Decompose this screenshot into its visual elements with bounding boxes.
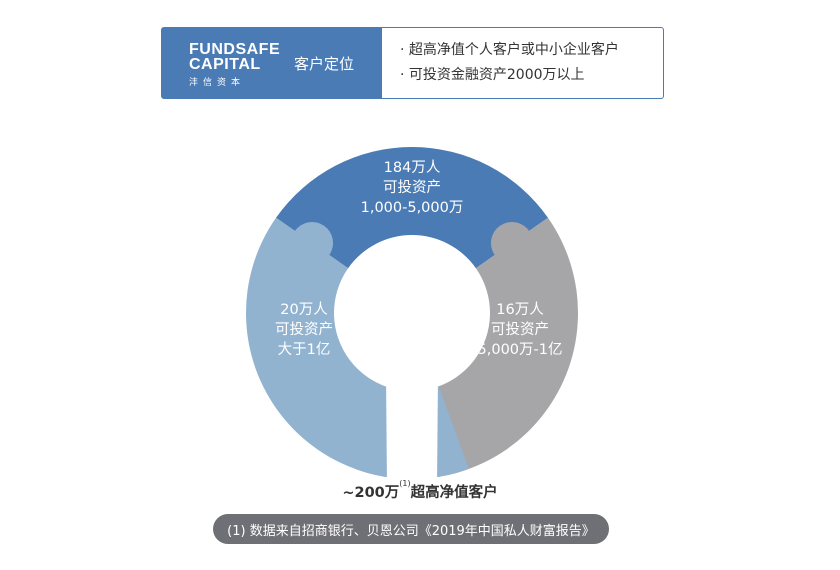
fundsafe-logo: FUNDSAFE CAPITAL 沣信资本	[189, 41, 281, 89]
segment-label: 可投资产	[491, 321, 549, 338]
segment-label: 5,000万-1亿	[478, 341, 563, 358]
criteria-item: · 可投资金融资产2000万以上	[400, 67, 585, 83]
criteria-list: · 超高净值个人客户或中小企业客户 · 可投资金融资产2000万以上	[400, 38, 619, 88]
header-brand-panel: FUNDSAFE CAPITAL 沣信资本 客户定位	[162, 28, 382, 98]
segment-label: 可投资产	[275, 321, 333, 338]
criteria-item: · 超高净值个人客户或中小企业客户	[400, 42, 619, 58]
segment-label: 1,000-5,000万	[361, 200, 464, 216]
client-positioning-card: FUNDSAFE CAPITAL 沣信资本 客户定位 · 超高净值个人客户或中小…	[161, 27, 664, 99]
ring-notch	[386, 373, 438, 488]
ring-segment	[276, 146, 548, 269]
source-footnote: (1) 数据来自招商银行、贝恩公司《2019年中国私人财富报告》	[213, 514, 609, 544]
segment-label: 可投资产	[383, 179, 441, 196]
puzzle-knob	[490, 222, 533, 265]
total-clients: ~200万(1)超高净值客户	[342, 479, 498, 501]
segment-label: 大于1亿	[278, 341, 331, 358]
segment-label: 20万人	[280, 301, 327, 318]
segment-label: 184万人	[384, 159, 441, 176]
puzzle-knob	[291, 222, 334, 265]
segment-label: 16万人	[496, 301, 543, 318]
header-label: 客户定位	[294, 54, 355, 73]
